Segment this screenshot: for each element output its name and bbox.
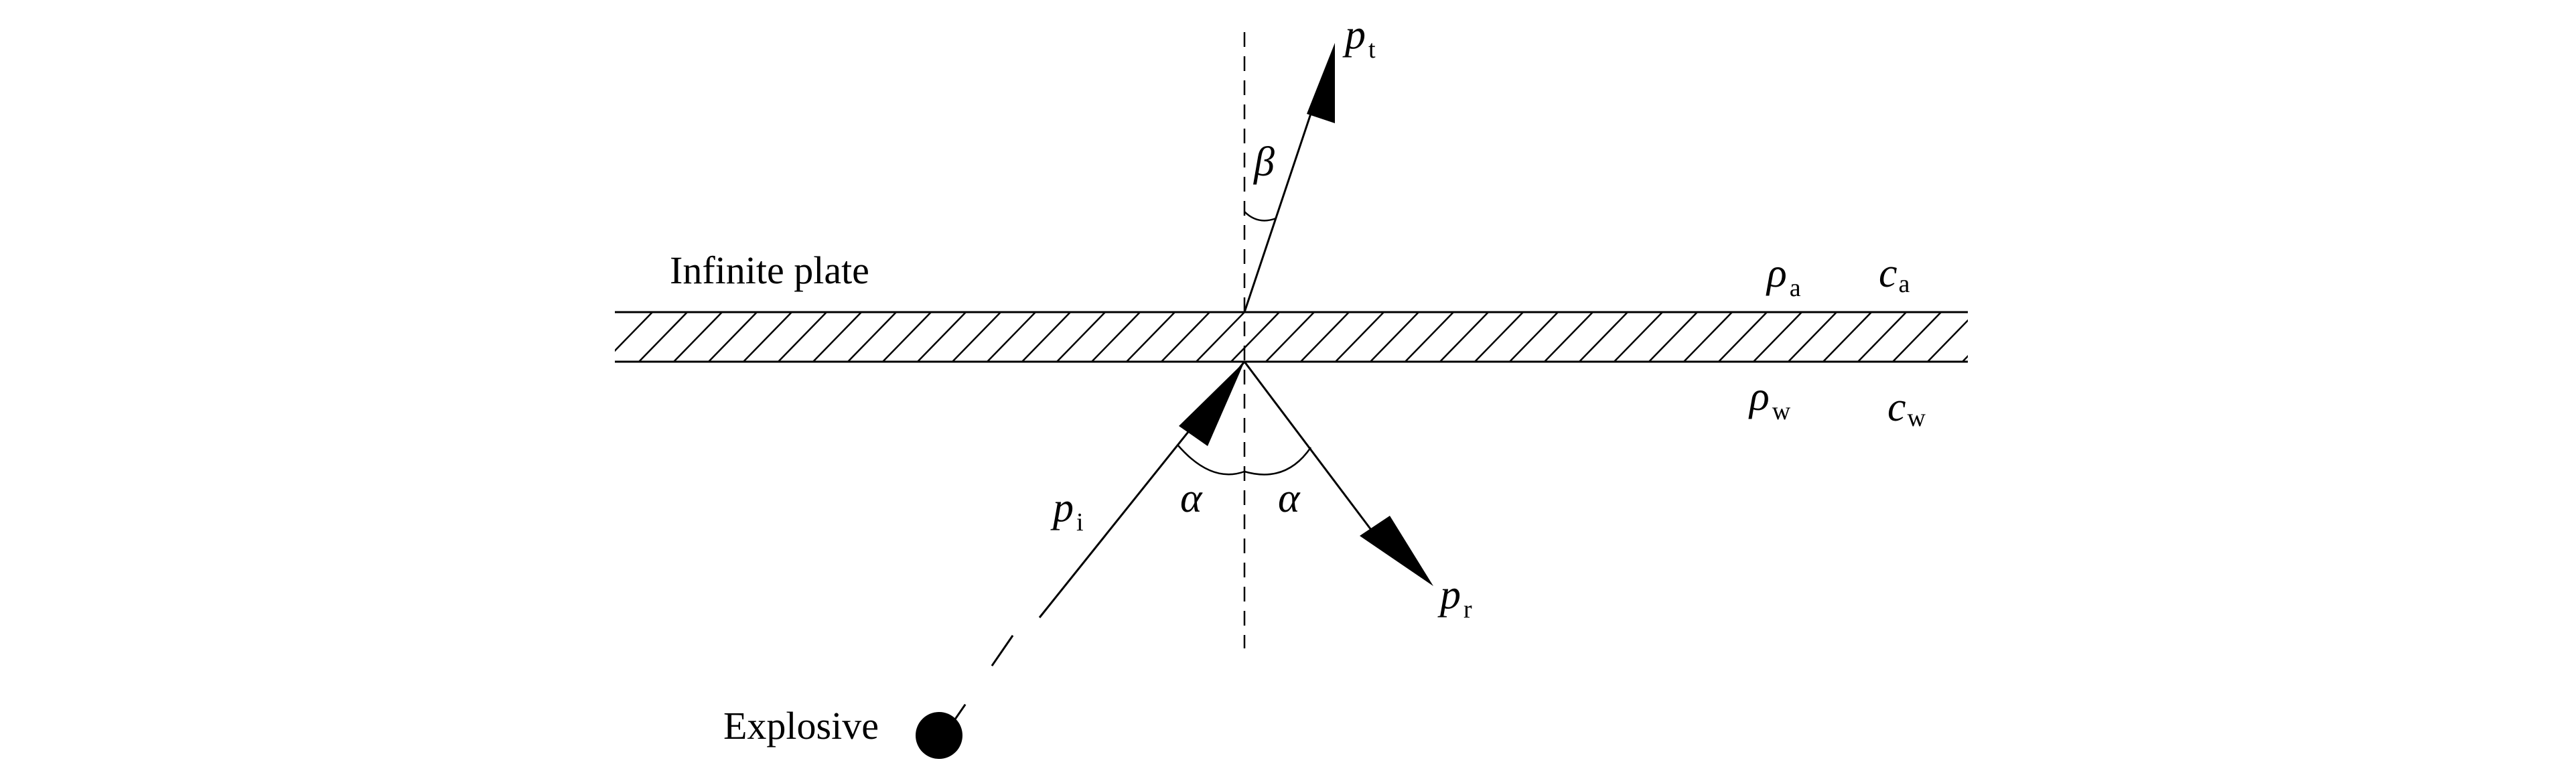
hatch-line (1334, 312, 1385, 362)
hatch-line (777, 312, 828, 362)
hatch-line (1265, 312, 1315, 362)
hatch-line (1090, 312, 1141, 362)
hatch-line (986, 312, 1037, 362)
hatch-line (1787, 312, 1838, 362)
hatch-line (1648, 312, 1699, 362)
explosive-charge (916, 712, 962, 759)
hatch-line (1822, 312, 1873, 362)
hatch-line (881, 312, 932, 362)
hatch-line (1891, 312, 1942, 362)
incident-arrowhead (1179, 362, 1244, 446)
hatch-line (1474, 312, 1524, 362)
hatch-line (1021, 312, 1072, 362)
hatch-line (672, 312, 723, 362)
hatch-line (1613, 312, 1664, 362)
angle-beta-label: β (1253, 139, 1275, 185)
hatch-line (1752, 312, 1803, 362)
hatch-line (1717, 312, 1768, 362)
hatch-line (1543, 312, 1594, 362)
hatch-line (916, 312, 967, 362)
plate-label: Infinite plate (670, 248, 869, 292)
hatch-line (1404, 312, 1455, 362)
hatch-line (1961, 354, 1968, 362)
angle-alpha-arc-right (1244, 447, 1312, 476)
reflected-arrowhead (1360, 516, 1433, 586)
hatch-line (1369, 312, 1420, 362)
hatch-line (812, 312, 863, 362)
hatch-line (615, 312, 654, 352)
transmitted-arrowhead (1307, 43, 1335, 123)
hatch-line (1578, 312, 1629, 362)
hatch-line (1160, 312, 1211, 362)
angle-beta-arc (1244, 211, 1277, 222)
hatch-line (1056, 312, 1106, 362)
hatch-line (1299, 312, 1350, 362)
hatch-line (1857, 312, 1908, 362)
hatch-line (1125, 312, 1176, 362)
water-sound-speed-label: cw (1887, 384, 1926, 432)
hatch-line (638, 312, 689, 362)
angle-alpha-left-label: α (1180, 476, 1203, 521)
infinite-plate (615, 311, 2047, 363)
plate-hatching (615, 311, 2047, 363)
reflected-ray (1243, 361, 1433, 586)
hatch-line (1230, 312, 1281, 362)
hatch-line (1195, 312, 1246, 362)
angle-alpha-right-label: α (1278, 476, 1301, 521)
hatch-line (707, 312, 758, 362)
hatch-line (742, 312, 793, 362)
hatch-line (1439, 312, 1490, 362)
incident-ray (943, 361, 1246, 735)
transmitted-ray (1243, 43, 1335, 313)
explosive-label: Explosive (723, 704, 879, 748)
hatch-line (1996, 311, 2047, 363)
hatch-line (1683, 312, 1733, 362)
angle-alpha-arc-left (1177, 444, 1245, 476)
hatch-line (1508, 312, 1559, 362)
air-sound-speed-label: ca (1879, 251, 1910, 298)
hatch-line (847, 312, 898, 362)
hatch-line (951, 312, 1002, 362)
hatch-line (1926, 319, 1968, 362)
